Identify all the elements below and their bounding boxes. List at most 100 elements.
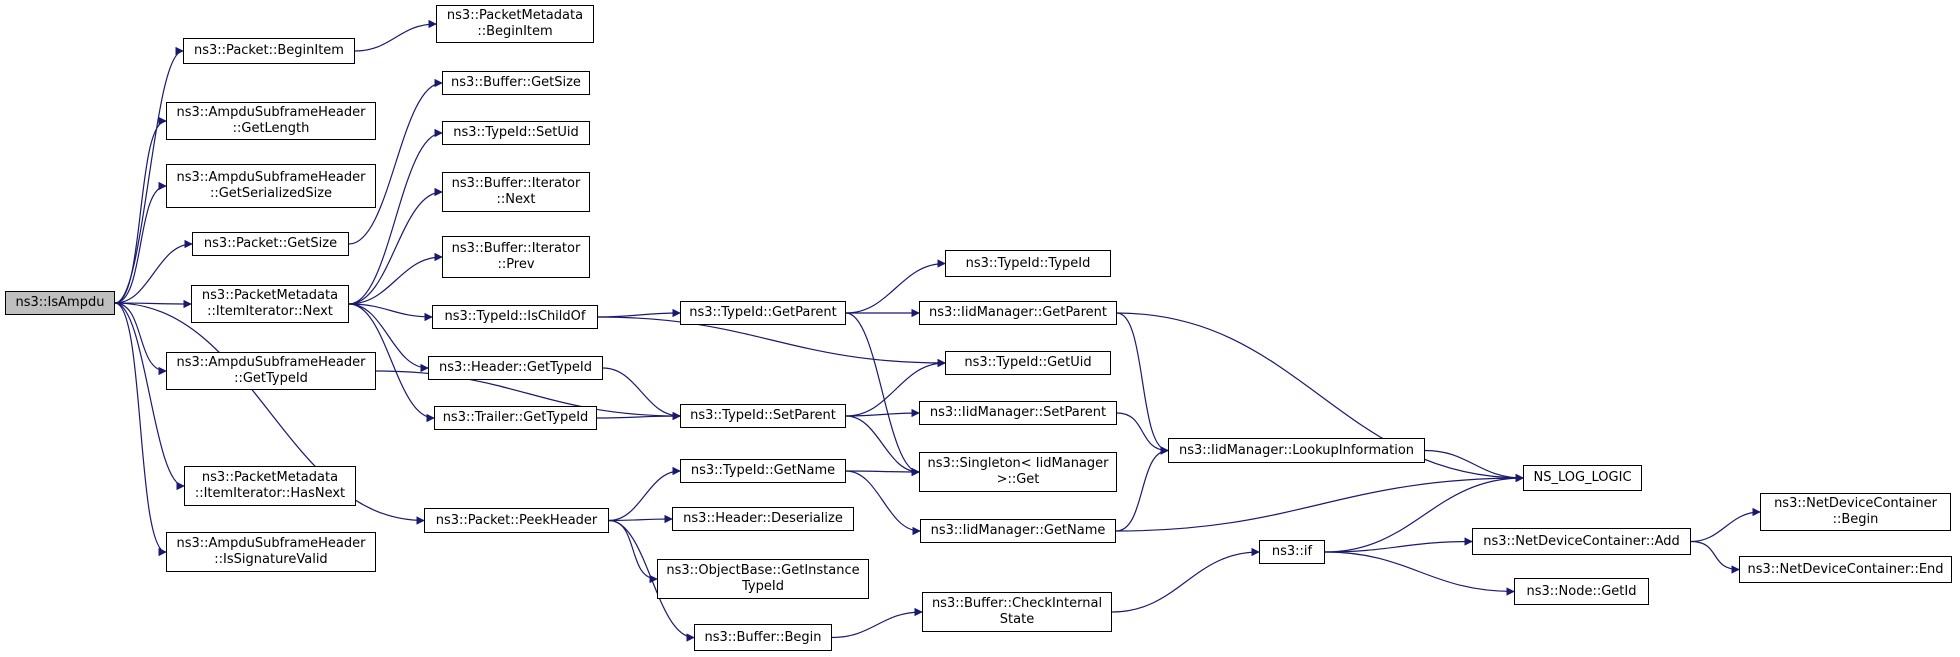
node-label-line: ns3::Node::GetId [1526,583,1637,599]
edge-buffer_checkinternalstate-to-ns3_if [1111,547,1260,613]
node-label-line: ns3::IidManager::LookupInformation [1178,442,1415,458]
edge-buffer_begin-to-buffer_checkinternalstate [831,607,923,639]
edge-isampdu-to-packet_beginitem [114,46,184,304]
node-ns3-if[interactable]: ns3::if [1259,540,1325,564]
node-header-gettypeid[interactable]: ns3::Header::GetTypeId [428,356,603,380]
node-label-line: ns3::IidManager::GetName [930,523,1106,538]
node-buffer-getsize[interactable]: ns3::Buffer::GetSize [442,71,590,95]
node-label-line: ns3::Buffer::CheckInternal [931,596,1103,611]
node-netdevicecontainer-end[interactable]: ns3::NetDeviceContainer::End [1739,556,1952,583]
node-label-line: ::BeginItem [477,24,553,39]
node-label-line: ns3::Packet::BeginItem [194,43,344,58]
edge-typeid_getparent-to-singleton_get [845,312,920,477]
node-typeid-getuid[interactable]: ns3::TypeId::GetUid [945,351,1111,375]
edge-isampdu-to-packet_getsize [114,239,193,304]
edge-pm_itemit_next-to-typeid_setuid [348,128,443,305]
edge-isampdu-to-ash_getlength [114,116,167,304]
node-iidmanager-setparent[interactable]: ns3::IidManager::SetParent [919,401,1117,425]
node-label-line: ::GetTypeId [234,371,308,386]
node-typeid-getparent[interactable]: ns3::TypeId::GetParent [680,301,846,325]
node-label-line: ns3::TypeId::TypeId [965,255,1091,271]
node-header-deserialize[interactable]: ns3::Header::Deserialize [672,507,854,531]
edge-ndc_add-to-ndc_end [1690,540,1740,574]
edge-iid_getname-to-ns_log_logic [1115,473,1524,532]
edge-ns3_if-to-node_getid [1324,551,1515,596]
edge-typeid_getname-to-iid_getname [845,470,921,536]
node-typeid-getname[interactable]: ns3::TypeId::GetName [680,459,846,483]
edge-isampdu-to-ash_issignaturevalid [114,302,167,557]
edge-packet_beginitem-to-pm_beginitem [354,19,437,52]
node-ampdusubframeheader-getserializedsize[interactable]: ns3::AmpduSubframeHeader::GetSerializedS… [166,164,376,208]
node-netdevicecontainer-add[interactable]: ns3::NetDeviceContainer::Add [1472,528,1691,555]
node-packet-peekheader[interactable]: ns3::Packet::PeekHeader [424,508,609,533]
node-trailer-gettypeid[interactable]: ns3::Trailer::GetTypeId [434,406,597,430]
node-typeid-typeid[interactable]: ns3::TypeId::TypeId [945,250,1111,277]
node-buffer-begin[interactable]: ns3::Buffer::Begin [694,624,832,651]
node-ns-log-logic[interactable]: NS_LOG_LOGIC [1523,465,1642,491]
node-label-line: ns3::Header::GetTypeId [438,360,593,375]
edge-isampdu-to-ash_gettypeid [114,302,167,376]
node-label-line: ns3::Buffer::GetSize [451,75,581,90]
edge-typeid_ischildof-to-typeid_getuid [597,316,946,368]
node-packetmetadata-itemiterator-hasnext[interactable]: ns3::PacketMetadata::ItemIterator::HasNe… [184,466,356,506]
edge-packet_peekheader-to-typeid_getname [608,466,681,522]
node-label-line: ns3::AmpduSubframeHeader [176,355,366,370]
edge-typeid_getname-to-singleton_get [845,467,920,477]
node-label-line: ns3::IsAmpdu [15,295,105,310]
edge-packet_peekheader-to-header_deserialize [608,514,673,524]
edge-ns3_if-to-ndc_add [1324,537,1473,553]
node-typeid-setparent[interactable]: ns3::TypeId::SetParent [680,404,846,428]
node-packet-getsize[interactable]: ns3::Packet::GetSize [192,232,349,256]
node-typeid-ischildof[interactable]: ns3::TypeId::IsChildOf [432,305,598,329]
node-packetmetadata-beginitem[interactable]: ns3::PacketMetadata::BeginItem [436,5,594,43]
edge-typeid_setparent-to-singleton_get [845,415,920,477]
node-packet-beginitem[interactable]: ns3::Packet::BeginItem [183,38,355,64]
node-label-line: ns3::Buffer::Iterator [451,176,581,191]
node-label-line: ns3::TypeId::SetUid [453,125,579,140]
edge-iid_getname-to-iid_lookup [1115,446,1169,532]
node-ampdusubframeheader-gettypeid[interactable]: ns3::AmpduSubframeHeader::GetTypeId [166,352,376,390]
node-label-line: TypeId [742,579,784,594]
node-singleton-iidmanager-get[interactable]: ns3::Singleton< IidManager>::Get [919,452,1117,492]
node-label-line: ns3::NetDeviceContainer [1774,496,1937,511]
node-buffer-iterator-next[interactable]: ns3::Buffer::Iterator::Next [442,172,590,212]
edge-pm_itemit_next-to-trailer_gettypeid [348,303,435,423]
node-isampdu[interactable]: ns3::IsAmpdu [5,291,115,315]
edge-iid_lookup-to-ns_log_logic [1424,449,1524,483]
node-packetmetadata-itemiterator-next[interactable]: ns3::PacketMetadata::ItemIterator::Next [191,285,349,323]
node-label-line: >::Get [996,472,1040,487]
node-label-line: ns3::if [1271,544,1313,559]
edge-pm_itemit_next-to-header_gettypeid [348,303,429,373]
edge-isampdu-to-packet_peekheader [114,302,425,525]
edge-ash_gettypeid-to-typeid_setparent [375,370,681,421]
edge-header_gettypeid-to-typeid_setparent [602,367,681,421]
edge-typeid_setparent-to-iid_setparent [845,408,920,418]
node-iidmanager-lookupinformation[interactable]: ns3::IidManager::LookupInformation [1168,438,1425,463]
edge-typeid_setparent-to-typeid_getuid [845,358,946,417]
node-iidmanager-getname[interactable]: ns3::IidManager::GetName [920,519,1116,543]
node-label-line: ::Next [496,192,536,207]
node-ampdusubframeheader-issignaturevalid[interactable]: ns3::AmpduSubframeHeader::IsSignatureVal… [166,532,376,572]
node-ampdusubframeheader-getlength[interactable]: ns3::AmpduSubframeHeader::GetLength [166,102,376,140]
node-label-line: State [999,612,1035,627]
node-node-getid[interactable]: ns3::Node::GetId [1514,578,1649,605]
node-label-line: ns3::NetDeviceContainer::End [1747,561,1944,577]
edge-pm_itemit_next-to-typeid_ischildof [348,303,433,322]
node-label-line: ns3::ObjectBase::GetInstance [666,563,860,578]
node-label-line: ns3::Singleton< IidManager [927,456,1109,471]
node-typeid-setuid[interactable]: ns3::TypeId::SetUid [442,121,590,145]
node-buffer-iterator-prev[interactable]: ns3::Buffer::Iterator::Prev [442,236,590,278]
edge-packet_peekheader-to-buffer_begin [608,519,695,642]
edge-ns3_if-to-ns_log_logic [1324,473,1524,553]
node-label-line: ns3::Buffer::Iterator [451,241,581,256]
node-label-line: ns3::Buffer::Begin [704,629,822,645]
edge-typeid_getparent-to-typeid_typeid [845,259,946,314]
node-label-line: ns3::TypeId::SetParent [690,408,836,423]
edge-isampdu-to-pm_hasnext [114,302,185,491]
node-iidmanager-getparent[interactable]: ns3::IidManager::GetParent [919,301,1117,325]
node-netdevicecontainer-begin[interactable]: ns3::NetDeviceContainer::Begin [1760,493,1951,531]
node-label-line: ns3::IidManager::GetParent [928,305,1108,320]
